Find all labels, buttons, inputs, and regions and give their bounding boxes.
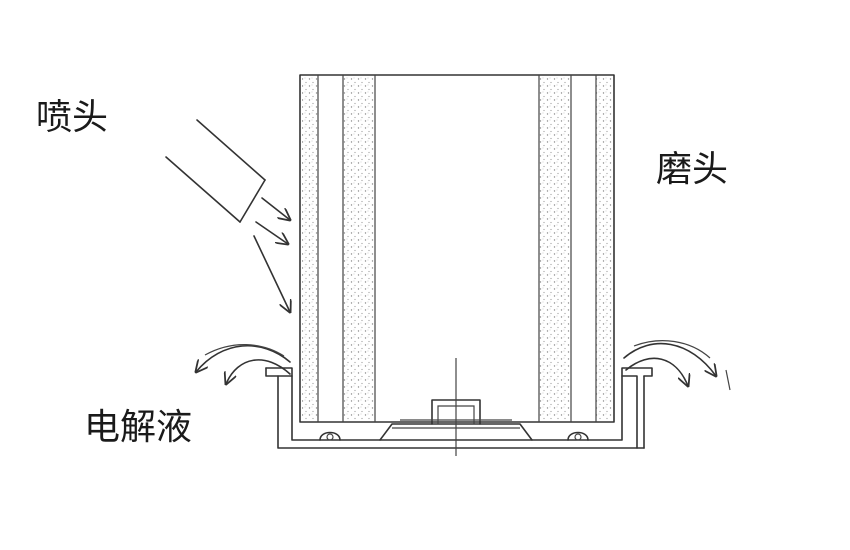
left-inner-band — [343, 77, 375, 420]
right-outer-band — [596, 77, 612, 420]
right-roller — [567, 431, 589, 441]
grinding-head-label: 磨头 — [656, 149, 729, 190]
left-roller — [319, 431, 341, 441]
nozzle-label: 喷头 — [36, 97, 109, 138]
electrolyte-label: 电解液 — [84, 407, 193, 448]
left-overflow — [196, 344, 291, 384]
right-overflow — [623, 340, 731, 391]
grinding-head-outline — [299, 74, 615, 423]
spray-arrow-2 — [255, 221, 288, 244]
electrolyte-tray — [265, 358, 653, 456]
grinding-head — [299, 74, 615, 423]
right-inner-band — [539, 77, 571, 420]
spray-arrow-1 — [261, 197, 290, 220]
spray-arrow-3 — [253, 235, 290, 312]
left-outer-band — [302, 77, 318, 420]
nozzle — [165, 119, 290, 312]
